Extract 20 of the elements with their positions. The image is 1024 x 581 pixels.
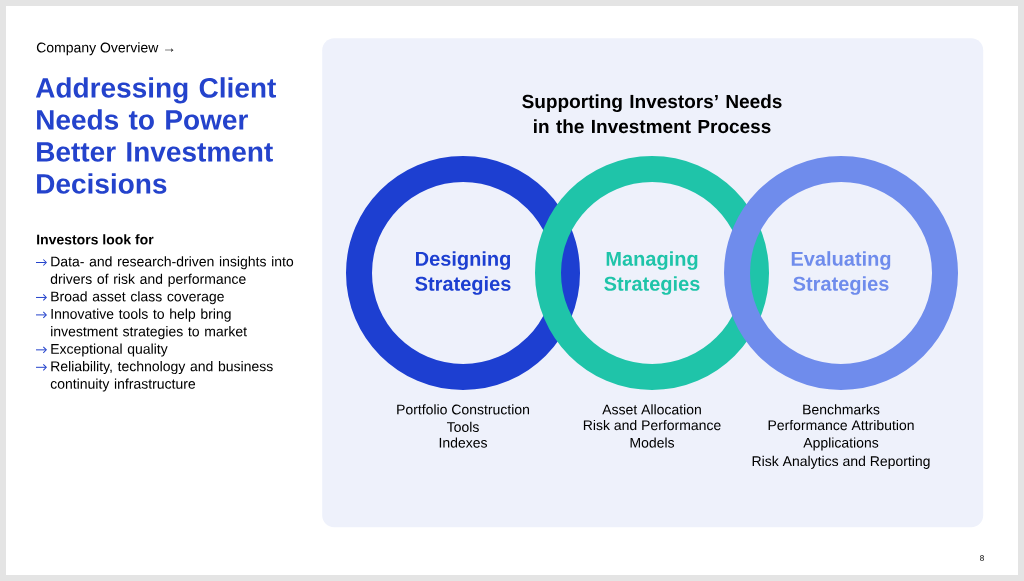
caption-text: Risk Analytics and Reporting bbox=[752, 455, 930, 469]
bullet-text: Broad asset class coverage bbox=[51, 291, 224, 305]
ring: Designing Strategies bbox=[346, 156, 580, 390]
caption-text: Risk and Performance Models bbox=[583, 419, 721, 448]
caption-text: Performance Attribution Applications bbox=[768, 419, 914, 451]
bullet-text: Exceptional quality bbox=[51, 343, 168, 357]
caption-text: Indexes bbox=[439, 437, 487, 448]
caption-text: Portfolio Construction Tools bbox=[397, 404, 529, 432]
bullet-text: Data- and research-driven insights into drivers of risk and performance bbox=[50, 256, 294, 287]
ring: Evaluating Strategies bbox=[724, 156, 958, 390]
title: Addressing Client Needs to Power Better Investment Decisions bbox=[35, 77, 276, 194]
list-heading: Investors look for bbox=[37, 234, 154, 245]
caption-text: Benchmarks bbox=[803, 404, 880, 415]
caption-text: Asset Allocation bbox=[602, 404, 701, 415]
panel-heading: Supporting Investors’ Needs in the Investment Process bbox=[522, 94, 782, 134]
bullet-text: Reliability, technology and business continuity infrastructure bbox=[50, 361, 273, 392]
ring: Managing Strategies bbox=[535, 156, 769, 390]
breadcrumb: Company Overview → bbox=[36, 42, 174, 56]
bullet-text: Innovative tools to help bring investment strategies to market bbox=[51, 308, 247, 340]
page-number: 8 bbox=[980, 555, 984, 561]
